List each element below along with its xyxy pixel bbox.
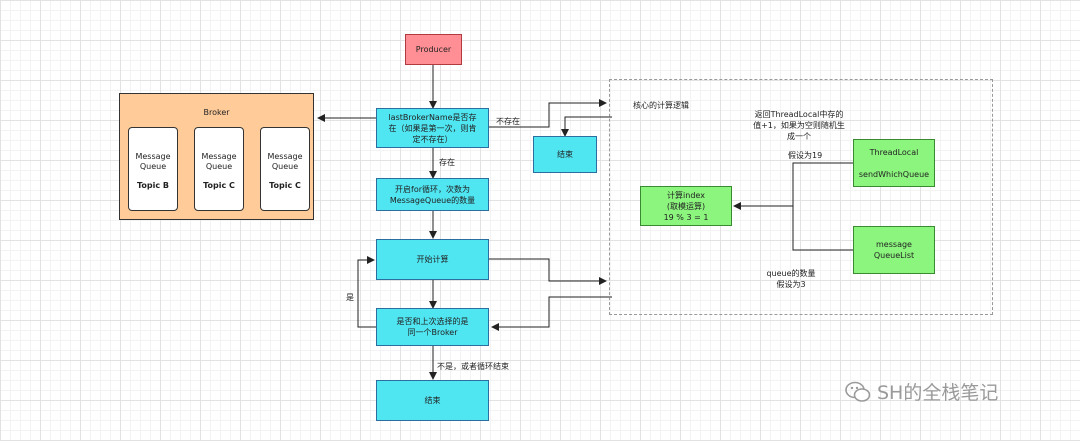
label-not-exist: 不存在 bbox=[496, 117, 520, 126]
node-start-calc: 开始计算 bbox=[376, 239, 489, 280]
label-exist: 存在 bbox=[439, 158, 455, 167]
node-check-last-broker: lastBrokerName是否存在（如果是第一次，则肯定不存在） bbox=[376, 108, 489, 148]
node-same-broker: 是否和上次选择的是同一个Broker bbox=[376, 308, 489, 346]
node-end-bottom: 结束 bbox=[376, 380, 489, 421]
mq-label: Message Queue bbox=[267, 152, 303, 171]
mq-label: Message Queue bbox=[135, 152, 171, 171]
node-threadlocal: ThreadLocal sendWhichQueue bbox=[853, 139, 935, 187]
node-calc-index: 计算index (取模运算) 19 % 3 = 1 bbox=[640, 186, 732, 226]
label-threadlocal-note: 返回ThreadLocal中存的值+1，如果为空则随机生成一个 bbox=[753, 110, 845, 141]
message-queue-3: Message Queue Topic C bbox=[260, 127, 310, 211]
mq-topic: Topic C bbox=[269, 181, 301, 190]
label-core-logic: 核心的计算逻辑 bbox=[633, 101, 689, 110]
label-yes: 是 bbox=[346, 293, 354, 302]
node-producer: Producer bbox=[405, 34, 462, 65]
arrow-calc-to-core bbox=[489, 258, 607, 285]
node-end-top: 结束 bbox=[533, 136, 597, 173]
node-message-queue-list: message QueueList bbox=[853, 226, 935, 274]
message-queue-1: Message Queue Topic B bbox=[128, 127, 178, 211]
arrow-not-exist bbox=[489, 99, 607, 128]
mq-topic: Topic C bbox=[203, 181, 235, 190]
watermark: SH的全栈笔记 bbox=[845, 378, 998, 405]
arrow-core-to-check-broker bbox=[491, 296, 612, 331]
core-logic-region bbox=[609, 79, 993, 315]
watermark-text: SH的全栈笔记 bbox=[877, 382, 999, 404]
arrow-yes-loop bbox=[357, 256, 376, 328]
broker-title: Broker bbox=[203, 108, 230, 117]
arrow-to-end-top bbox=[561, 116, 612, 137]
label-assume-19: 假设为19 bbox=[788, 151, 823, 160]
label-no-or-end: 不是，或者循环结束 bbox=[437, 362, 509, 371]
label-queue-count: queue的数量 假设为3 bbox=[766, 269, 816, 289]
mq-label: Message Queue bbox=[201, 152, 237, 171]
message-queue-2: Message Queue Topic C bbox=[194, 127, 244, 211]
mq-topic: Topic B bbox=[137, 181, 169, 190]
chat-icon bbox=[845, 381, 871, 402]
node-loop-start: 开启for循环，次数为MessageQueue的数量 bbox=[376, 178, 489, 211]
